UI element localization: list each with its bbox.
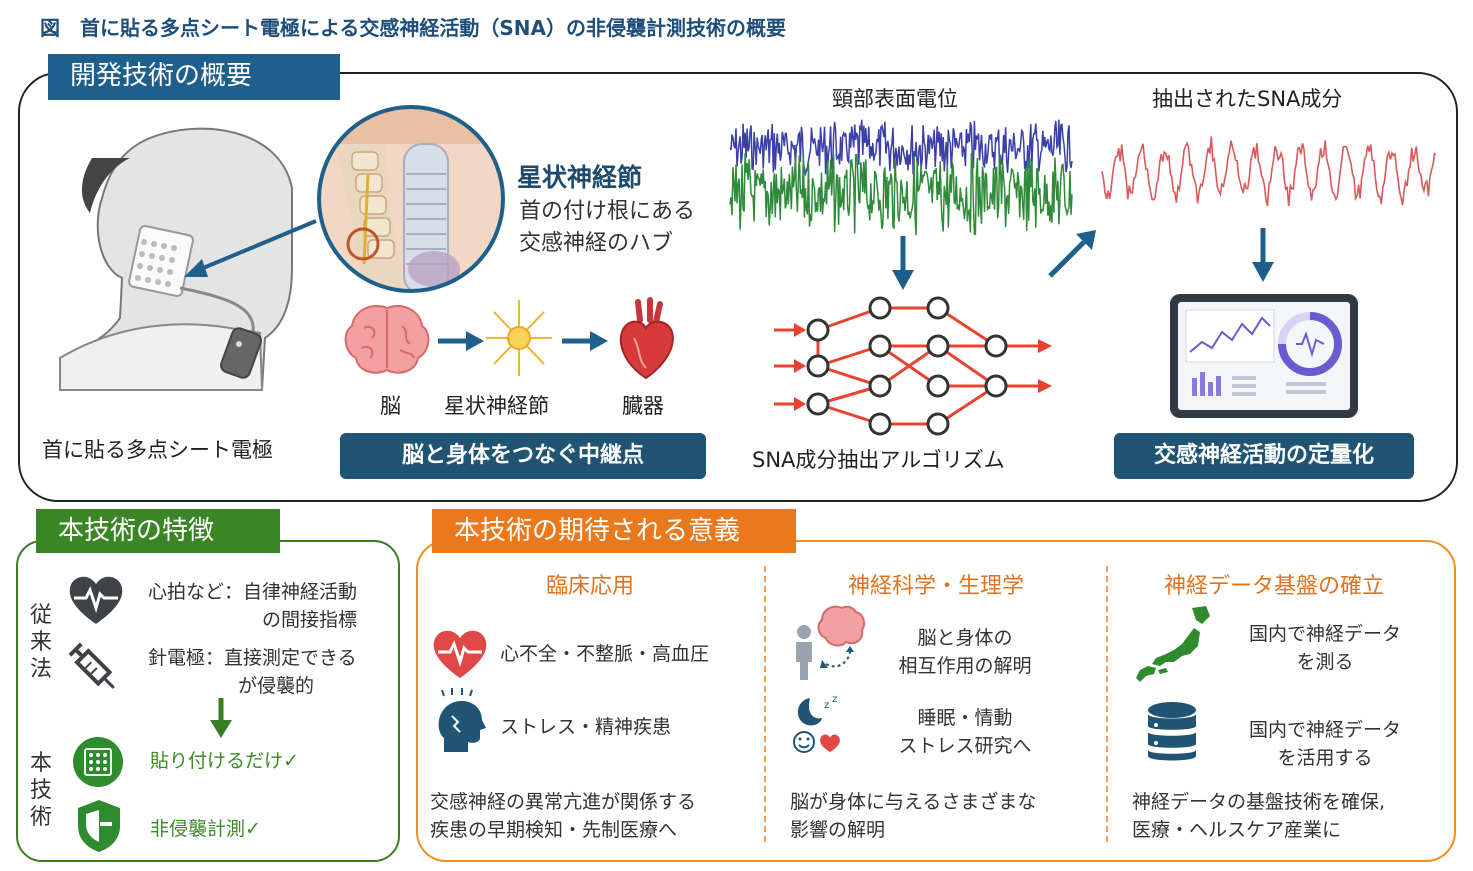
neuro-item1-line1: 脳と身体の — [917, 627, 1013, 649]
ganglion-star-icon — [486, 300, 552, 376]
overview-tag: 開発技術の概要 — [48, 54, 340, 100]
surface-label: 頸部表面電位 — [832, 87, 958, 111]
clinical-foot2: 疾患の早期検知・先制医療へ — [430, 819, 678, 841]
network-node — [806, 354, 830, 378]
heart-ecg-icon — [433, 630, 487, 678]
shield-icon — [78, 800, 120, 852]
network-input-arrowhead — [794, 323, 806, 337]
down-arrow-2 — [1252, 228, 1274, 282]
network-node — [926, 412, 950, 436]
network-node — [868, 412, 892, 436]
diagonal-arrow — [1048, 230, 1096, 278]
column-divider-2 — [1106, 566, 1108, 842]
network-node — [806, 392, 830, 416]
heart-organ-icon — [619, 297, 674, 380]
data-item1-line1: 国内で神経データ — [1248, 623, 1401, 645]
network-input-arrowhead — [794, 359, 806, 373]
network-node — [868, 296, 892, 320]
network-edge — [937, 306, 997, 348]
neuro-item2-line1: 睡眠・情動 — [917, 707, 1013, 729]
quant-pill: 交感神経活動の定量化 — [1114, 433, 1414, 479]
database-icon — [1148, 702, 1196, 761]
clinical-item2: ストレス・精神疾患 — [500, 716, 672, 738]
svg-text:z: z — [824, 700, 829, 711]
network-node — [868, 374, 892, 398]
heart-text-line2: の間接指標 — [262, 609, 358, 631]
data-item1-line2: を測る — [1296, 651, 1354, 673]
grid-electrode-icon — [73, 737, 123, 787]
down-arrow-green — [210, 698, 232, 738]
surface-waveforms — [729, 119, 1073, 236]
conventional-label: 従来法 — [29, 603, 52, 682]
syringe-icon — [68, 642, 115, 689]
algorithm-label: SNA成分抽出アルゴリズム — [752, 448, 1005, 472]
extracted-label: 抽出されたSNA成分 — [1152, 87, 1343, 111]
network-output-arrowhead — [1038, 339, 1052, 353]
noninvasive-text: 非侵襲計測✓ — [150, 818, 261, 840]
neck-anatomy-icon — [317, 105, 505, 293]
sleep-emotion-icon: z z — [793, 694, 840, 753]
brain-icon — [344, 305, 430, 374]
neuro-head: 神経科学・生理学 — [847, 574, 1024, 599]
data-foot2: 医療・ヘルスケア産業に — [1132, 819, 1342, 841]
data-foot1: 神経データの基盤技術を確保, — [1132, 791, 1386, 813]
electrode-arrow — [184, 219, 317, 277]
needle-text-line2: が侵襲的 — [238, 675, 315, 697]
flow-brain-label: 脳 — [380, 394, 401, 418]
network-node — [926, 334, 950, 358]
page-title: 図 首に貼る多点シート電極による交感神経活動（SNA）の非侵襲計測技術の概要 — [40, 16, 787, 40]
flow-arrow-1 — [438, 331, 484, 351]
ganglion-desc-line1: 首の付け根にある — [519, 199, 696, 224]
japan-map-icon — [1136, 606, 1210, 682]
ganglion-desc-line2: 交感神経のハブ — [519, 231, 674, 256]
network-node — [984, 334, 1008, 358]
network-node — [806, 318, 830, 342]
brain-body-icon — [796, 605, 865, 680]
network-node — [926, 374, 950, 398]
network-node — [926, 296, 950, 320]
flow-organ-label: 臓器 — [622, 394, 664, 418]
flow-ganglion-label: 星状神経節 — [444, 394, 549, 418]
neuro-foot2: 影響の解明 — [790, 819, 886, 841]
needle-text-line1: 針電極：直接測定できる — [148, 647, 357, 669]
network-node — [984, 374, 1008, 398]
down-arrow-1 — [892, 236, 914, 290]
neuro-item2-line2: ストレス研究へ — [898, 735, 1032, 757]
relay-pill: 脳と身体をつなぐ中継点 — [340, 433, 706, 479]
clinical-foot1: 交感神経の異常亢進が関係する — [430, 791, 697, 813]
network-edge — [937, 344, 997, 388]
flow-arrow-2 — [562, 331, 608, 351]
significance-tag: 本技術の期待される意義 — [432, 509, 796, 553]
tablet-dashboard-icon — [1170, 294, 1358, 418]
data-item2-line2: を活用する — [1277, 747, 1373, 769]
network-edge — [879, 344, 939, 388]
data-head: 神経データ基盤の確立 — [1163, 574, 1384, 599]
network-edge — [937, 384, 997, 426]
this-tech-label: 本技術 — [29, 751, 52, 830]
data-item2-line1: 国内で神経データ — [1248, 719, 1401, 741]
heartbeat-icon — [69, 576, 123, 624]
significance-panel — [416, 540, 1456, 862]
clinical-item1: 心不全・不整脈・高血圧 — [500, 643, 710, 665]
neural-network-icon — [774, 296, 1052, 436]
stress-head-icon — [438, 688, 486, 752]
sticker-text: 貼り付けるだけ✓ — [150, 750, 299, 772]
neuro-item1-line2: 相互作用の解明 — [898, 655, 1032, 677]
network-output-arrowhead — [1038, 379, 1052, 393]
network-input-arrowhead — [794, 397, 806, 411]
neuro-foot1: 脳が身体に与えるさまざまな — [790, 791, 1037, 813]
heart-text-line1: 心拍など：自律神経活動 — [148, 581, 358, 603]
extracted-waveform — [1101, 136, 1437, 207]
ganglion-title: 星状神経節 — [517, 163, 643, 192]
overview-panel — [18, 72, 1458, 502]
svg-text:z: z — [832, 694, 837, 705]
electrode-label: 首に貼る多点シート電極 — [42, 438, 273, 462]
features-tag: 本技術の特徴 — [36, 509, 280, 553]
woman-neck-illustration — [59, 127, 293, 391]
clinical-head: 臨床応用 — [545, 574, 634, 599]
column-divider-1 — [764, 566, 766, 842]
network-node — [868, 334, 892, 358]
